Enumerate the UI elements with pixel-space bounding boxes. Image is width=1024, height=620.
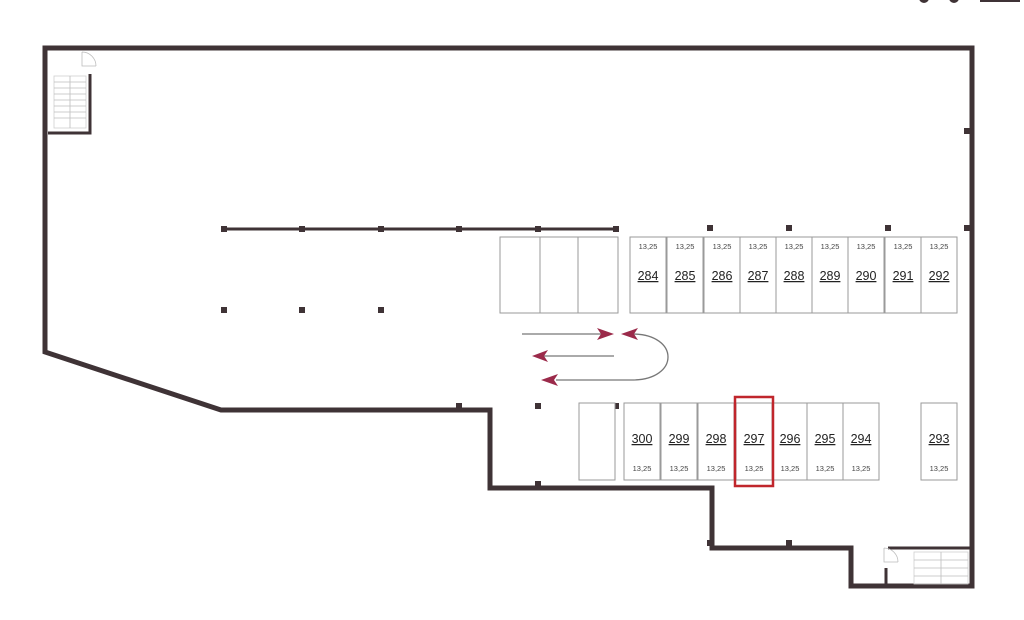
- parking-space-number: 299: [669, 432, 690, 446]
- parking-space-number: 292: [929, 269, 950, 283]
- parking-space-number: 286: [712, 269, 733, 283]
- parking-space-290[interactable]: 13,25 290: [847, 236, 885, 314]
- parking-space-287[interactable]: 13,25 287: [739, 236, 777, 314]
- parking-space-box: [623, 402, 661, 481]
- outer-wall: [42, 45, 975, 589]
- parking-space-number: 298: [706, 432, 727, 446]
- parking-space-area: 13,25: [852, 464, 871, 473]
- parking-space-area: 13,25: [930, 464, 949, 473]
- parking-space-284[interactable]: 13,25 284: [629, 236, 667, 314]
- parking-space-box: [739, 236, 777, 314]
- parking-space-area: 13,25: [930, 242, 949, 251]
- parking-row-top: 13,25 284 13,25 285 13,25 286 13,25 287 13,25 288…: [629, 236, 958, 314]
- parking-space-area: 13,25: [707, 464, 726, 473]
- parking-space-300[interactable]: 13,25 300: [623, 402, 661, 481]
- parking-space-box: [697, 402, 735, 481]
- parking-space-area: 13,25: [857, 242, 876, 251]
- selected-space-highlight: [733, 395, 775, 488]
- walls: [42, 45, 975, 589]
- parking-space-area: 13,25: [894, 242, 913, 251]
- parking-space-area: 13,25: [670, 464, 689, 473]
- parking-space-296[interactable]: 13,25 296: [771, 402, 809, 481]
- parking-space-box: [920, 236, 958, 314]
- parking-space-box: [884, 236, 922, 314]
- parking-space-area: 13,25: [745, 464, 764, 473]
- parking-space-number: 290: [856, 269, 877, 283]
- traffic-arrows: [522, 328, 669, 386]
- parking-space-number: 294: [851, 432, 872, 446]
- staircase-bottom-right: [883, 547, 969, 585]
- parking-space-area: 13,25: [713, 242, 732, 251]
- parking-space-area: 13,25: [676, 242, 695, 251]
- compass-glyph: [919, 0, 1020, 3]
- parking-space-box: [920, 402, 958, 481]
- parking-space-291[interactable]: 13,25 291: [884, 236, 922, 314]
- stair-enclosure-bottom-right: [884, 546, 972, 586]
- parking-space-box: [666, 236, 704, 314]
- parking-space-box: [660, 402, 698, 481]
- parking-space-285[interactable]: 13,25 285: [666, 236, 704, 314]
- parking-space-area: 13,25: [785, 242, 804, 251]
- parking-space-number: 289: [820, 269, 841, 283]
- parking-space-288[interactable]: 13,25 288: [775, 236, 813, 314]
- parking-space-number: 291: [893, 269, 914, 283]
- staircase-top-left: [53, 51, 97, 129]
- parking-space-number: 293: [929, 432, 950, 446]
- parking-space-number: 296: [780, 432, 801, 446]
- parking-space-box: [703, 236, 741, 314]
- parking-space-area: 13,25: [781, 464, 800, 473]
- parking-space-294[interactable]: 13,25 294: [842, 402, 880, 481]
- parking-space-area: 13,25: [821, 242, 840, 251]
- parking-space-box: [806, 402, 844, 481]
- parking-space-area: 13,25: [639, 242, 658, 251]
- parking-row-bottom: 13,25 300 13,25 299 13,25 298 13,25 297 13,25 296…: [623, 402, 958, 481]
- parking-space-298[interactable]: 13,25 298: [697, 402, 735, 481]
- parking-space-number: 285: [675, 269, 696, 283]
- parking-space-area: 13,25: [749, 242, 768, 251]
- parking-space-293[interactable]: 13,25 293: [920, 402, 958, 481]
- parking-space-number: 295: [815, 432, 836, 446]
- parking-space-295[interactable]: 13,25 295: [806, 402, 844, 481]
- parking-space-number: 297: [744, 432, 765, 446]
- parking-space-area: 13,25: [633, 464, 652, 473]
- parking-space-number: 287: [748, 269, 769, 283]
- parking-space-box: [842, 402, 880, 481]
- parking-space-number: 300: [632, 432, 653, 446]
- parking-space-299[interactable]: 13,25 299: [660, 402, 698, 481]
- parking-space-number: 284: [638, 269, 659, 283]
- parking-space-box: [735, 402, 773, 481]
- parking-space-286[interactable]: 13,25 286: [703, 236, 741, 314]
- parking-space-number: 288: [784, 269, 805, 283]
- ramp-area: [499, 236, 619, 481]
- parking-space-box: [811, 236, 849, 314]
- parking-space-area: 13,25: [816, 464, 835, 473]
- stair-enclosure-top-left: [48, 74, 92, 135]
- parking-space-box: [629, 236, 667, 314]
- parking-space-292[interactable]: 13,25 292: [920, 236, 958, 314]
- columns: [221, 128, 970, 546]
- parking-space-289[interactable]: 13,25 289: [811, 236, 849, 314]
- parking-space-297[interactable]: 13,25 297: [735, 402, 773, 481]
- parking-space-box: [847, 236, 885, 314]
